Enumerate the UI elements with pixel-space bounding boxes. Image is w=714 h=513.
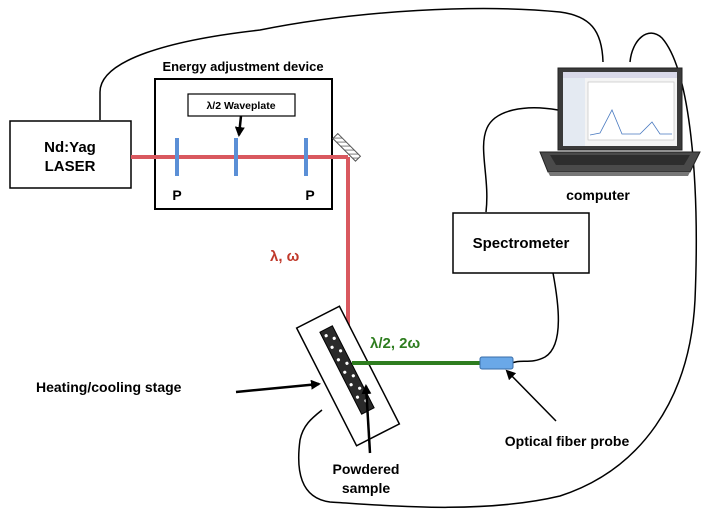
stage-arrow: [235, 379, 321, 394]
polarizer-right-label: P: [305, 187, 314, 203]
sample-grain-texture: [324, 334, 368, 403]
waveplate-arrow: [234, 115, 245, 137]
energy-device-title: Energy adjustment device: [162, 59, 323, 74]
waveplate-label: λ/2 Waveplate: [206, 100, 275, 112]
laser-label-line2: LASER: [45, 158, 96, 175]
spectrometer-label: Spectrometer: [473, 235, 570, 252]
cable-computer-spectrometer: [482, 107, 559, 213]
cable-laser-computer: [99, 7, 604, 120]
polarizer-left-label: P: [172, 187, 181, 203]
cable-fiber: [509, 272, 560, 365]
polarizer-left: [175, 138, 179, 176]
fiber-label: Optical fiber probe: [505, 433, 630, 449]
stage-label: Heating/cooling stage: [36, 379, 182, 395]
computer-label: computer: [566, 187, 630, 203]
fiber-arrow: [505, 369, 557, 422]
sample-label-line2: sample: [342, 480, 390, 496]
mirror: [332, 132, 362, 162]
energy-device-box: [154, 78, 333, 210]
waveplate-label-box: [187, 93, 296, 117]
laser-box: [9, 120, 132, 189]
polarizer-right: [304, 138, 308, 176]
beam-fundamental-label: λ, ω: [270, 248, 300, 265]
fiber-probe: [479, 356, 514, 370]
sample-arrow: [361, 384, 372, 454]
sample-label-line1: Powdered: [333, 461, 400, 477]
waveplate-optic: [234, 138, 238, 176]
spectrometer-box: [452, 212, 590, 274]
laser-label-line1: Nd:Yag: [44, 139, 96, 156]
beam-sh-label: λ/2, 2ω: [370, 335, 421, 352]
laptop-icon: [539, 67, 701, 176]
